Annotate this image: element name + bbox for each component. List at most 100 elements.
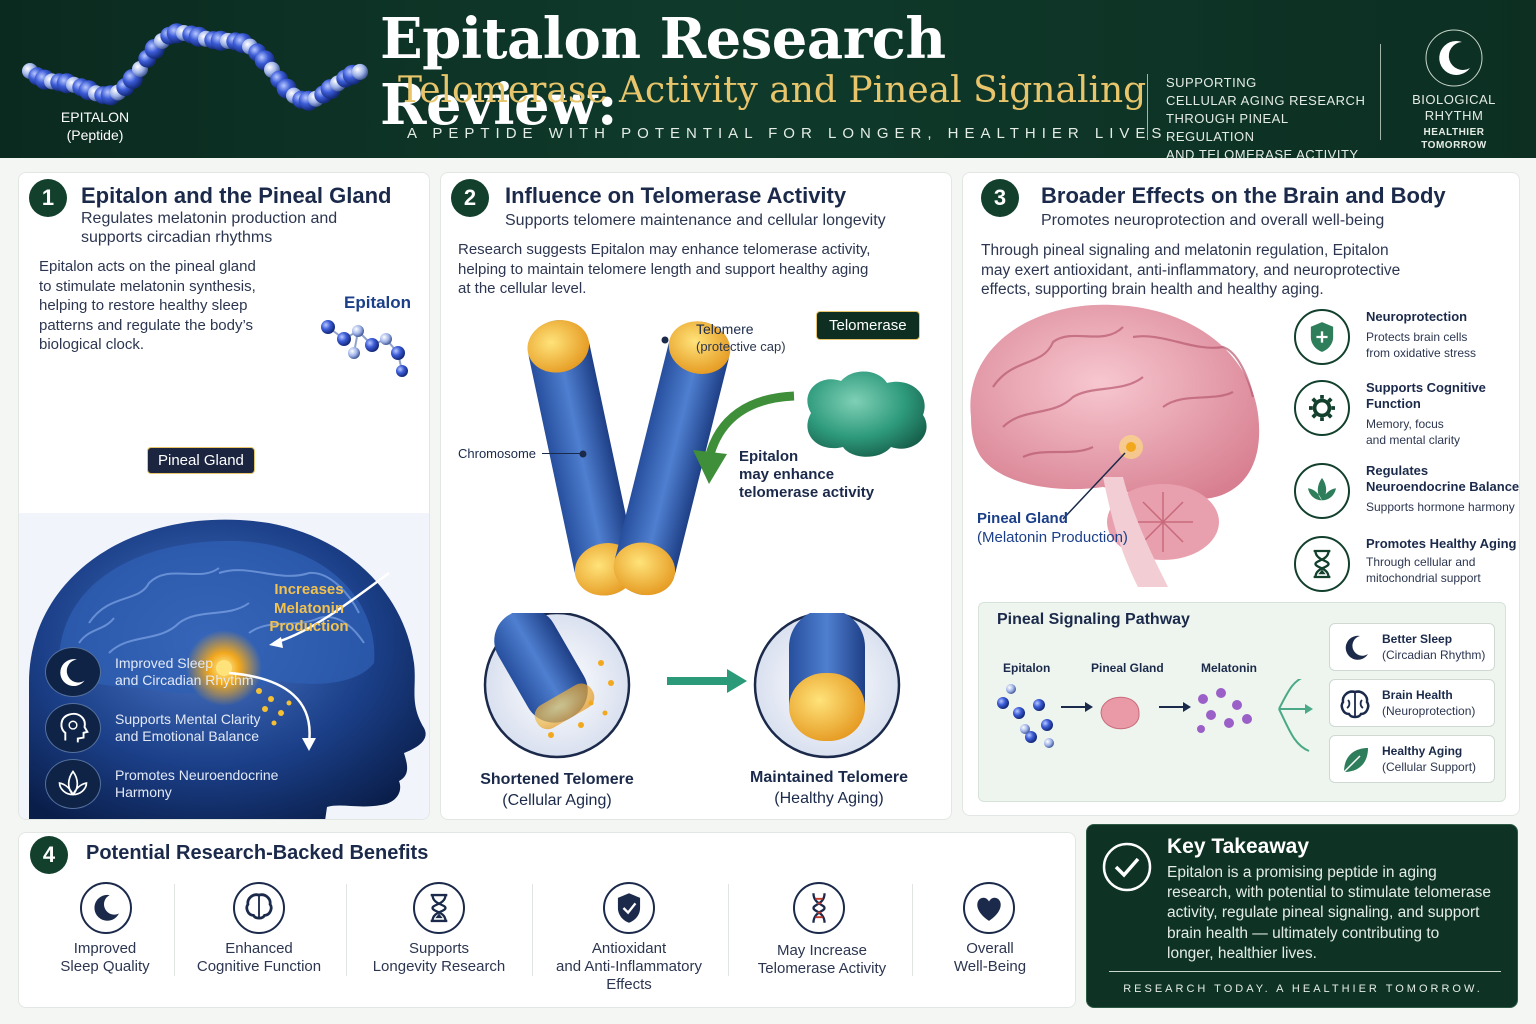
pathway-title: Pineal Signaling Pathway: [997, 611, 1190, 628]
benefit-line: and Anti-Inflammatory: [556, 958, 702, 975]
body-line: at the cellular level.: [458, 280, 587, 297]
telomere-label: Telomere: [696, 321, 754, 337]
header-right-line: THROUGH PINEAL REGULATION: [1166, 111, 1289, 144]
pathway-diagram: [997, 679, 1313, 752]
enhance-line: Epitalon: [739, 448, 799, 465]
benefit-divider: [346, 884, 347, 976]
body-line: may exert antioxidant, anti-inflammatory…: [981, 261, 1401, 279]
body-line: to stimulate melatonin synthesis,: [39, 277, 256, 295]
peptide-molecule-image: [22, 23, 368, 111]
benefit-line: Antioxidant: [591, 940, 667, 957]
moon-icon: [80, 882, 132, 934]
pathway-step: Pineal Gland: [1091, 661, 1164, 675]
shortened-title: Shortened Telomere: [480, 771, 634, 788]
brain-icon: [1340, 690, 1370, 719]
benefit-line: Sleep Quality: [60, 958, 150, 975]
rhythm-line: BIOLOGICAL: [1412, 92, 1496, 107]
chromosome-leader-line: [542, 453, 584, 454]
lotus-icon: [1294, 463, 1350, 519]
increase-line: Production: [269, 618, 349, 635]
feature-desc: and mental clarity: [1366, 433, 1461, 447]
takeaway-line: brain health — ultimately contributing t…: [1167, 924, 1440, 942]
item-line: and Circadian Rhythm: [115, 672, 254, 688]
benefit-line: Improved: [73, 940, 137, 957]
subtitle-line: Regulates melatonin production and: [81, 210, 338, 227]
takeaway-divider: [1109, 971, 1501, 972]
outcome-better-sleep: Better Sleep (Circadian Rhythm): [1329, 623, 1495, 671]
header-right-line: CELLULAR AGING RESEARCH: [1166, 93, 1366, 108]
feature-title: Supports Cognitive: [1366, 380, 1486, 395]
telomere-comparison: [483, 613, 901, 759]
lotus-icon: [45, 759, 101, 809]
section-title: Epitalon and the Pineal Gland: [81, 183, 392, 208]
panel-benefits: [18, 832, 1076, 1008]
increase-line: Melatonin: [274, 599, 344, 617]
moon-icon: [1425, 29, 1483, 87]
outcome-brain-health: Brain Health (Neuroprotection): [1329, 679, 1495, 727]
section-title: Broader Effects on the Brain and Body: [1041, 183, 1446, 208]
panel-pineal-gland: 1 Epitalon and the Pineal Gland Regulate…: [18, 172, 430, 820]
benefit-divider: [174, 884, 175, 976]
pineal-pathway-box: Pineal Signaling Pathway Epitalon Pineal…: [978, 602, 1506, 802]
feature-desc: Through cellular and: [1366, 555, 1476, 569]
section-number: 3: [981, 179, 1019, 217]
feature-title: Promotes Healthy Aging: [1366, 536, 1517, 551]
pathway-step: Epitalon: [1003, 661, 1051, 675]
body-line: effects, supporting brain health and hea…: [981, 281, 1324, 298]
item-line: Supports Mental Clarity: [115, 711, 261, 727]
shortened-note: (Cellular Aging): [502, 792, 612, 809]
pineal-gland-label: Pineal Gland: [977, 510, 1068, 527]
pineal-gland-tag: Pineal Gland: [147, 447, 255, 474]
page-tagline: A PEPTIDE WITH POTENTIAL FOR LONGER, HEA…: [407, 125, 1168, 142]
hourglass-icon: [1294, 536, 1350, 592]
item-line: Improved Sleep: [115, 655, 214, 671]
section-subtitle: Supports telomere maintenance and cellul…: [505, 212, 886, 229]
takeaway-line: activity, regulate pineal signaling, and…: [1167, 904, 1480, 922]
hourglass-icon: [413, 882, 465, 934]
maintained-note: (Healthy Aging): [774, 790, 884, 807]
outcome-note: (Circadian Rhythm): [1382, 648, 1486, 662]
takeaway-body: Epitalon is a promising peptide in aging…: [1167, 863, 1513, 964]
benefit-line: Telomerase Activity: [757, 960, 887, 977]
epitalon-enhance-label: Epitalon may enhance telomerase activity: [739, 448, 874, 502]
feature-title: Neuroendocrine Balance: [1366, 479, 1520, 494]
section-number: 4: [30, 836, 68, 874]
telomerase-tag: Telomerase: [816, 311, 920, 340]
increase-line: Increases: [274, 581, 344, 598]
head-icon: [45, 703, 101, 753]
page-subtitle: Telomerase Activity and Pineal Signaling: [398, 70, 1147, 111]
benefit-line: Longevity Research: [372, 958, 506, 975]
section-title: Influence on Telomerase Activity: [505, 183, 847, 208]
panel-telomerase: 2 Influence on Telomerase Activity Suppo…: [440, 172, 952, 820]
gear-head-icon: [1294, 380, 1350, 436]
brain-sagittal-illustration: [970, 304, 1260, 587]
rhythm-small-line: TOMORROW: [1421, 140, 1487, 151]
enhance-arrow: [693, 391, 795, 484]
feature-title: Regulates: [1366, 463, 1429, 478]
shield-icon: [1294, 309, 1350, 365]
section-number: 1: [29, 179, 67, 217]
feature-desc: Protects brain cells: [1366, 330, 1468, 344]
peptide-note: (Peptide): [66, 127, 124, 143]
dna-icon: [793, 882, 845, 934]
shortened-telomere-label: Shortened Telomere (Cellular Aging): [471, 769, 643, 811]
takeaway-line: longer, healthier lives.: [1167, 944, 1317, 962]
section-subtitle: Promotes neuroprotection and overall wel…: [1041, 212, 1385, 229]
body-line: biological clock.: [39, 336, 145, 353]
epitalon-label: Epitalon: [344, 293, 412, 312]
chromosome-illustration: [527, 320, 731, 596]
telomerase-enzyme-image: [807, 371, 927, 457]
header-right-text: SUPPORTING CELLULAR AGING RESEARCH THROU…: [1166, 74, 1376, 164]
feature-desc: Supports hormone harmony: [1366, 500, 1515, 514]
body-line: helping to maintain telomere length and …: [458, 260, 869, 278]
body-line: patterns and regulate the body’s: [39, 316, 254, 334]
benefit-divider: [728, 884, 729, 976]
body-line: Epitalon acts on the pineal gland: [39, 258, 256, 275]
